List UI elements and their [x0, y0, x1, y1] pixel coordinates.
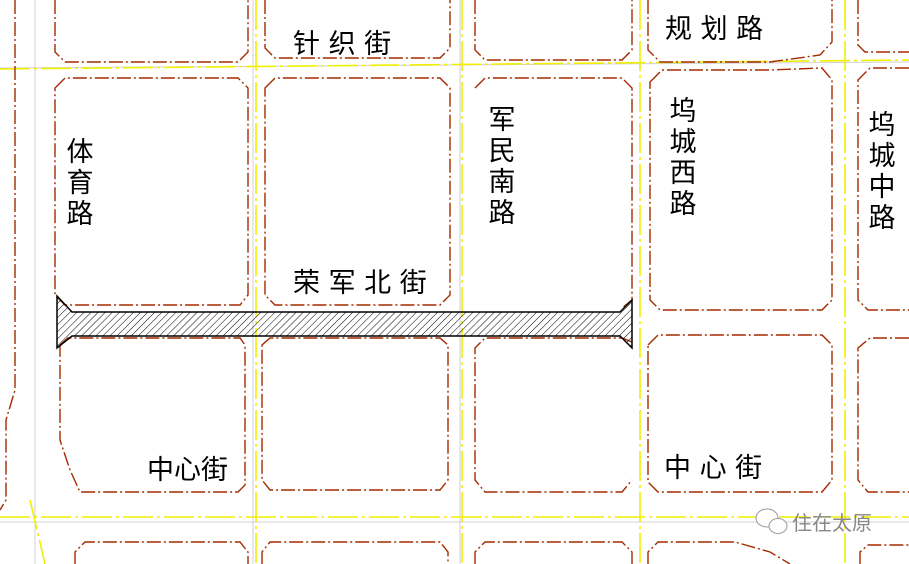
label-zhongxin-jie-left: 中心街	[147, 455, 228, 486]
label-rongjun-bei-jie: 荣 军 北 街	[293, 268, 427, 299]
label-zhenzhi-jie: 针 织 街	[293, 29, 391, 60]
label-wucheng-xi-lu: 坞城西路	[665, 96, 696, 220]
label-tiyu-lu: 体育路	[62, 137, 94, 230]
label-zhongxin-jie-right: 中 心 街	[664, 453, 762, 484]
label-wucheng-zhong-lu: 坞城中路	[864, 110, 895, 234]
watermark-text: 住在太原	[792, 511, 872, 535]
label-junmin-nan-lu: 军民南路	[484, 105, 515, 229]
project-road-rongjun-bei-jie	[56, 294, 633, 350]
wechat-icon	[755, 508, 788, 534]
label-guihua-lu: 规 划 路	[665, 14, 763, 45]
